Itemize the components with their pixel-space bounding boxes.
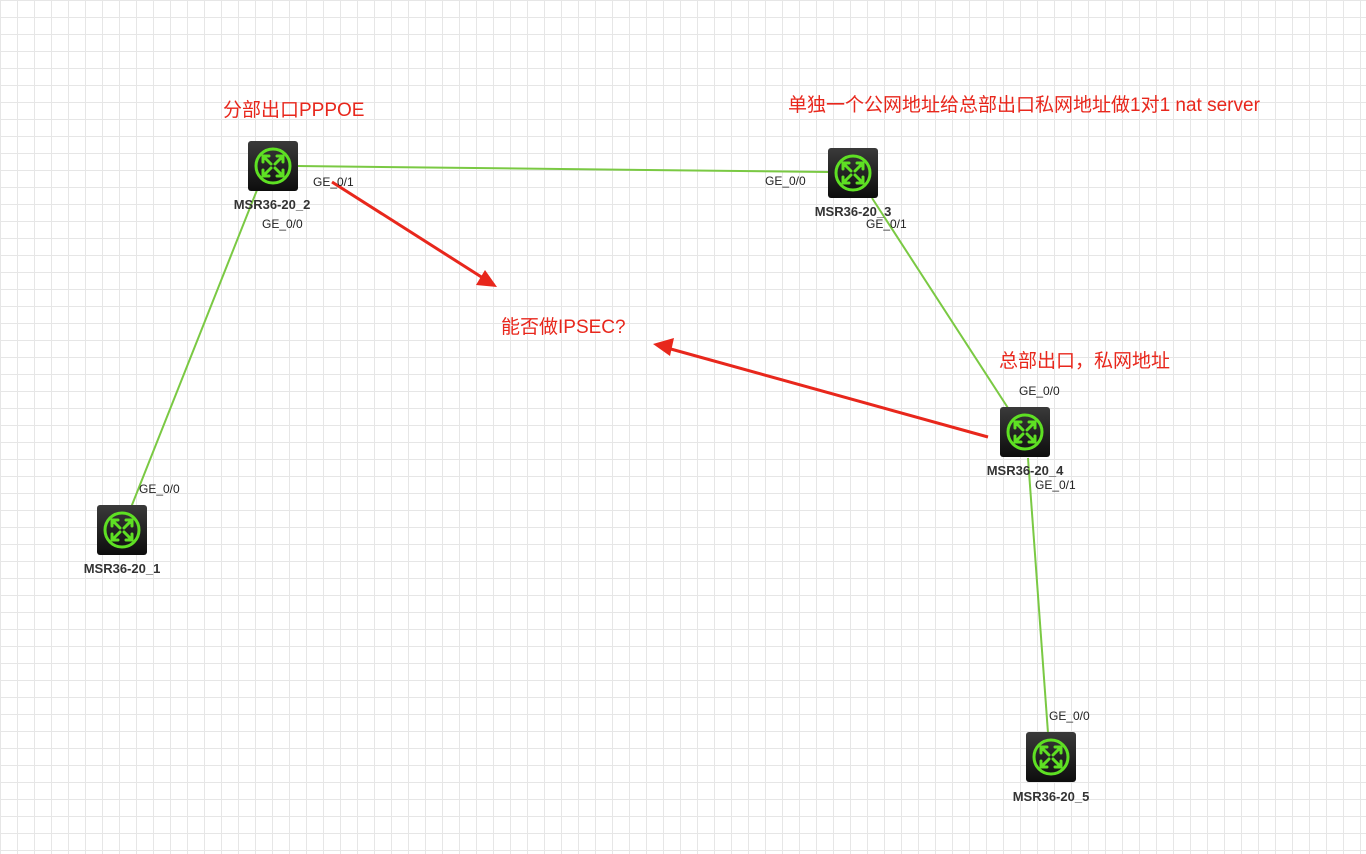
router-icon (1032, 738, 1070, 776)
annotation-arrowhead-branch (476, 270, 497, 287)
router-icon (834, 154, 872, 192)
port-label-r4-ge00: GE_0/0 (1019, 384, 1060, 398)
port-label-r2-ge00: GE_0/0 (262, 217, 303, 231)
annotation-question: 能否做IPSEC? (501, 317, 626, 338)
port-label-r3-ge00: GE_0/0 (765, 174, 806, 188)
router-msr36-20-2[interactable] (248, 141, 298, 191)
device-label: MSR36-20_5 (1012, 789, 1090, 804)
port-label-r2-ge01: GE_0/1 (313, 175, 354, 189)
router-icon (1006, 413, 1044, 451)
router-msr36-20-3[interactable] (828, 148, 878, 198)
router-msr36-20-4[interactable] (1000, 407, 1050, 457)
router-msr36-20-1[interactable] (97, 505, 147, 555)
port-label-r1-ge00: GE_0/0 (139, 482, 180, 496)
annotation-arrow-branch (331, 180, 495, 287)
annotation-public-nat: 单独一个公网地址给总部出口私网地址做1对1 nat server (788, 95, 1260, 116)
router-icon (254, 147, 292, 185)
annotation-branch-exit: 分部出口PPPOE (223, 100, 365, 121)
device-label: MSR36-20_3 (814, 204, 892, 219)
router-icon (103, 511, 141, 549)
link-r2-r1 (129, 189, 258, 511)
device-label: MSR36-20_4 (986, 463, 1064, 478)
annotation-hq-exit: 总部出口，私网地址 (999, 351, 1171, 372)
annotation-arrowhead-hq (653, 338, 674, 356)
device-label: MSR36-20_2 (233, 197, 311, 212)
annotation-arrow-hq (659, 344, 989, 439)
link-r4-r5 (1027, 457, 1049, 734)
router-msr36-20-5[interactable] (1026, 732, 1076, 782)
port-label-r4-ge01: GE_0/1 (1035, 478, 1076, 492)
port-label-r3-ge01: GE_0/1 (866, 217, 907, 231)
link-r2-r3 (296, 165, 829, 173)
link-r3-r4 (871, 197, 1009, 409)
port-label-r5-ge00: GE_0/0 (1049, 709, 1090, 723)
device-label: MSR36-20_1 (83, 561, 161, 576)
